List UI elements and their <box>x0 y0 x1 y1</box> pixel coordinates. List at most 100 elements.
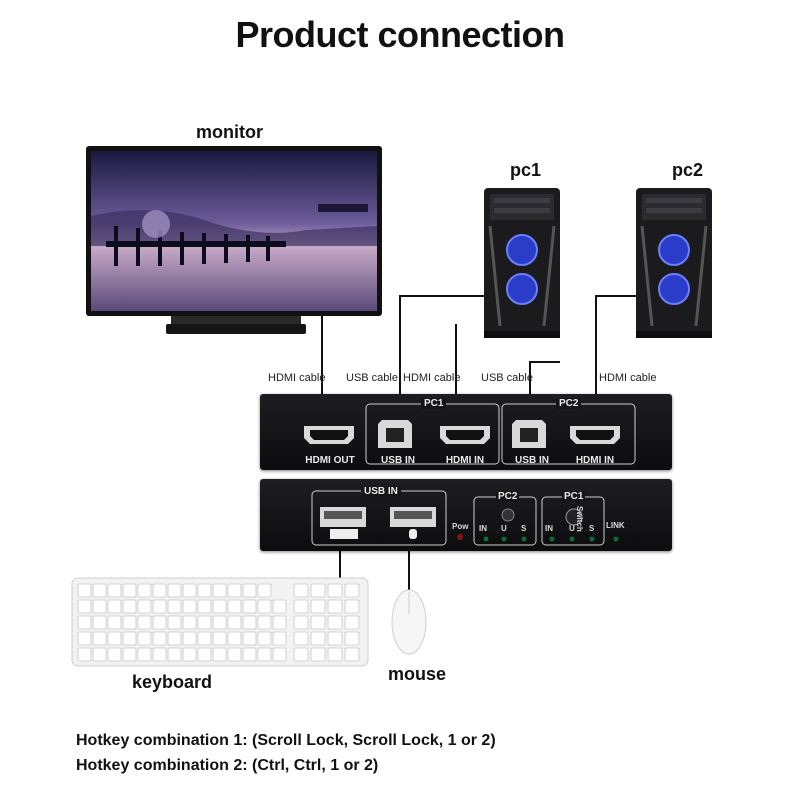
keyboard-key <box>152 615 167 630</box>
keyboard-key <box>182 599 197 614</box>
pc1-s-label: S <box>589 524 595 533</box>
keyboard-key <box>92 631 107 646</box>
numpad-key <box>293 631 309 646</box>
keyboard-key <box>227 647 242 662</box>
keyboard-key <box>242 631 257 646</box>
numpad-key <box>293 599 309 614</box>
keyboard-key <box>137 583 152 598</box>
keyboard-key <box>92 615 107 630</box>
keyboard-key <box>77 631 92 646</box>
pc2-usb-in-port <box>512 420 546 448</box>
numpad-key <box>344 631 360 646</box>
pc2-hdmi-in-port <box>570 426 620 444</box>
hdmi-cable-label-pc1: HDMI cable <box>403 372 461 384</box>
keyboard-key <box>212 647 227 662</box>
numpad-key <box>344 615 360 630</box>
pc1-label: pc1 <box>510 160 542 180</box>
keyboard-key <box>107 647 122 662</box>
back-panel-ports <box>304 403 636 465</box>
pc1-u-label: U <box>569 524 575 533</box>
pc2-u-label: U <box>501 524 507 533</box>
keyboard-key <box>77 647 92 662</box>
pc2-hdmi-cable <box>595 295 648 398</box>
numpad-key <box>327 631 343 646</box>
pc1-group-label: PC1 <box>421 398 447 409</box>
keyboard-key <box>152 599 167 614</box>
pc1-usb-in-port <box>378 420 412 448</box>
hotkey-line-2: Hotkey combination 2: (Ctrl, Ctrl, 1 or … <box>76 757 379 774</box>
numpad-key <box>310 583 326 598</box>
keyboard-usb-port <box>320 507 366 539</box>
keyboard-key <box>242 647 257 662</box>
keyboard-key <box>197 615 212 630</box>
numpad-key <box>310 615 326 630</box>
numpad-key <box>344 583 360 598</box>
numpad-key <box>327 599 343 614</box>
keyboard-key <box>227 615 242 630</box>
keyboard-key <box>182 583 197 598</box>
numpad-key <box>344 647 360 662</box>
keyboard-key <box>257 647 272 662</box>
keyboard-key <box>77 615 92 630</box>
pc1-hdmi-in-port <box>440 426 490 444</box>
keyboard-key <box>137 599 152 614</box>
hdmi-out-label: HDMI OUT <box>305 455 355 466</box>
keyboard-label: keyboard <box>132 672 213 692</box>
pc2-button <box>501 508 515 522</box>
keyboard-key <box>272 647 287 662</box>
keyboard-key <box>167 615 182 630</box>
numpad-key <box>310 599 326 614</box>
keyboard-key <box>92 583 107 598</box>
keyboard-key <box>167 631 182 646</box>
keyboard-key <box>212 631 227 646</box>
keyboard-image <box>71 577 369 667</box>
usb-cable-label-pc2: USB cable <box>481 372 533 384</box>
keyboard-key <box>122 583 137 598</box>
keyboard-key <box>167 583 182 598</box>
keyboard-key <box>227 631 242 646</box>
keyboard-key <box>212 615 227 630</box>
pc2-tower-image <box>636 188 712 338</box>
front-pc1-label: PC1 <box>562 491 586 502</box>
mouse-label: mouse <box>388 664 447 684</box>
keyboard-key <box>257 599 272 614</box>
numpad-key <box>327 647 343 662</box>
mouse-image <box>391 589 427 655</box>
front-panel-ports <box>311 490 619 546</box>
keyboard-key <box>212 599 227 614</box>
keyboard-key <box>122 599 137 614</box>
keyboard-key <box>182 647 197 662</box>
power-led <box>457 534 463 540</box>
pc2-usb-cable <box>529 361 560 398</box>
keyboard-key <box>167 647 182 662</box>
keyboard-key <box>197 583 212 598</box>
keyboard-key <box>242 599 257 614</box>
numpad-key <box>310 647 326 662</box>
usb-cable-label-pc1: USB cable <box>346 372 398 384</box>
keyboard-key <box>107 615 122 630</box>
keyboard-key <box>92 599 107 614</box>
hdmi-out-port <box>304 426 354 444</box>
pc2-label: pc2 <box>672 160 704 180</box>
pc1-switch-button <box>565 508 583 526</box>
keyboard-key <box>122 631 137 646</box>
front-pc2-label: PC2 <box>496 491 520 502</box>
pc2-usb-in-label: USB IN <box>515 455 549 466</box>
numpad-key <box>310 631 326 646</box>
numpad-key <box>327 583 343 598</box>
pc2-group-label: PC2 <box>556 398 582 409</box>
keyboard-key <box>242 615 257 630</box>
keyboard-key <box>107 599 122 614</box>
hdmi-cable-label-pc2: HDMI cable <box>599 372 657 384</box>
numpad-key <box>344 599 360 614</box>
keyboard-key <box>152 583 167 598</box>
pc1-usb-in-label: USB IN <box>381 455 415 466</box>
keyboard-key <box>107 631 122 646</box>
keyboard-key <box>77 599 92 614</box>
keyboard-key <box>152 631 167 646</box>
pc2-hdmi-in-label: HDMI IN <box>575 455 615 466</box>
keyboard-key <box>257 583 272 598</box>
numpad-key <box>293 647 309 662</box>
keyboard-key <box>272 615 287 630</box>
